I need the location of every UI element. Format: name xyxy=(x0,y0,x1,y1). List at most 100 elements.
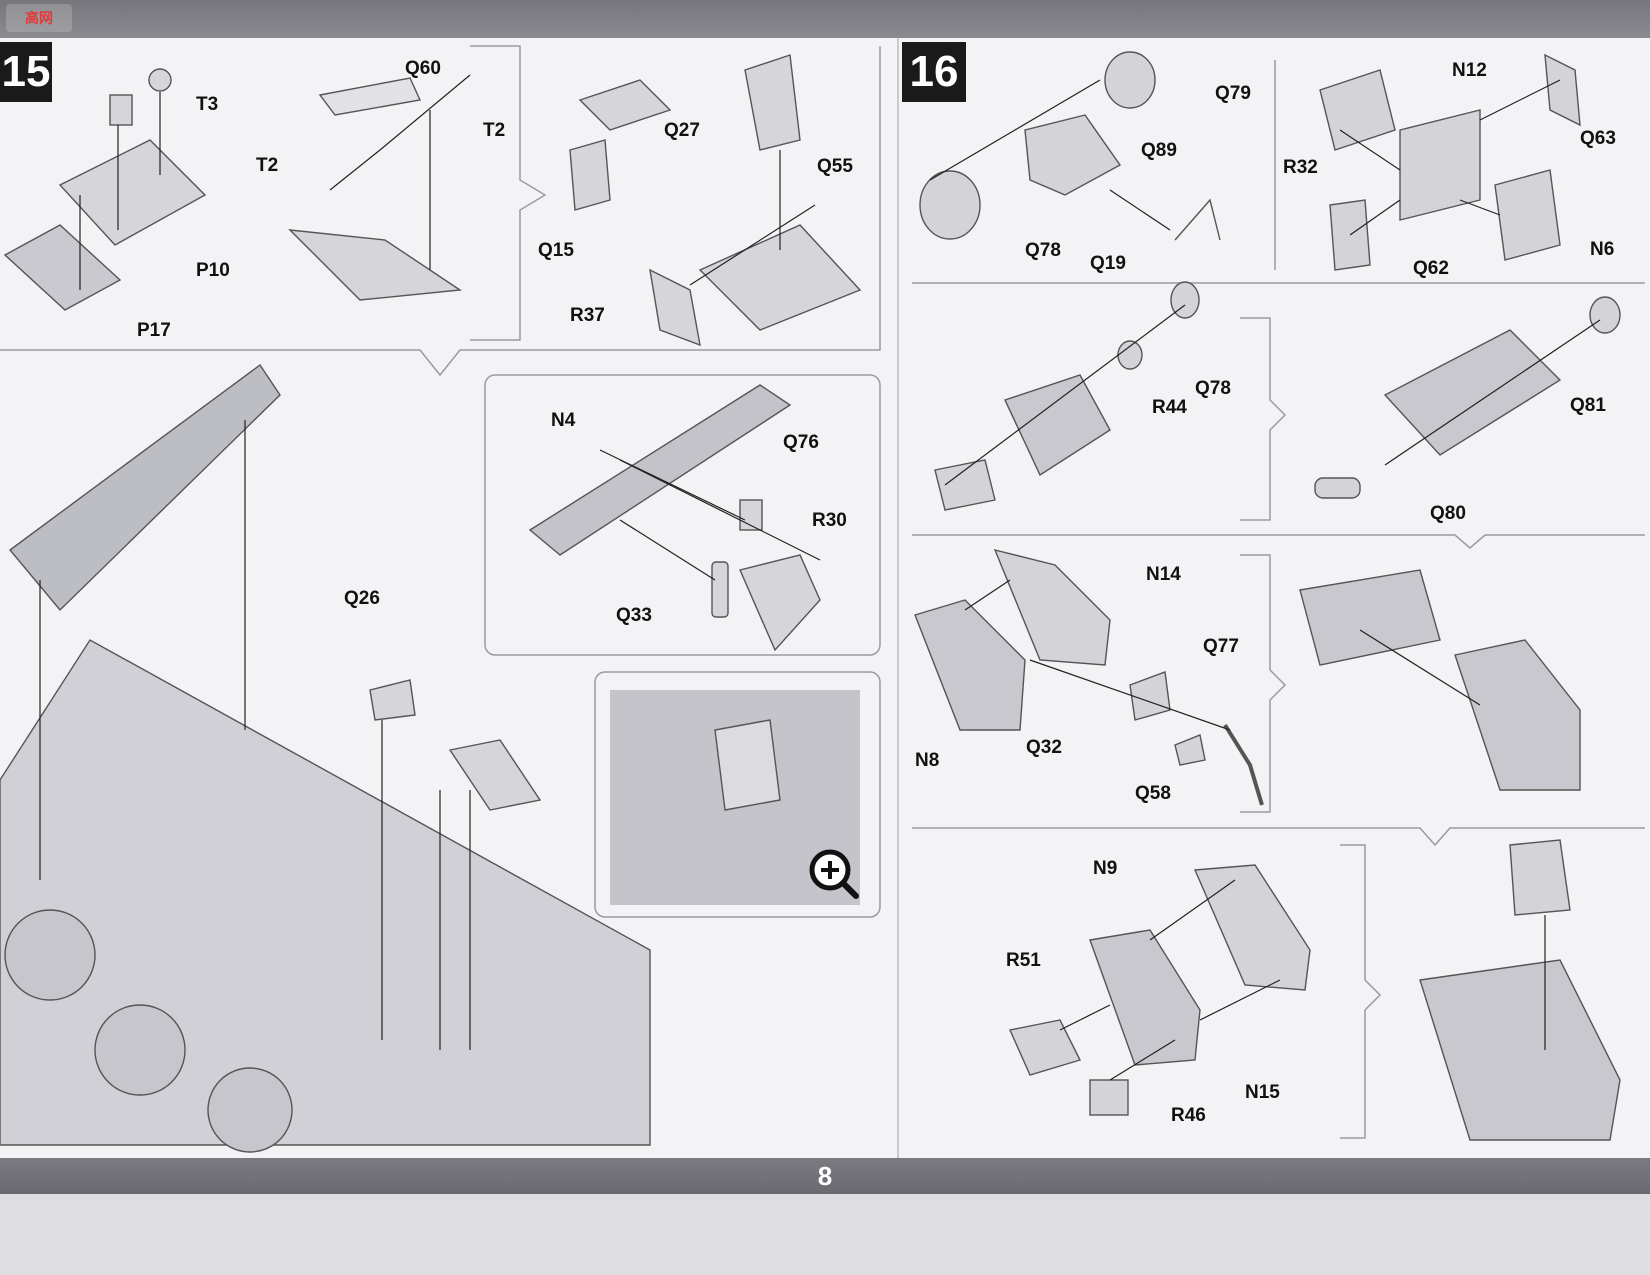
label-q80: Q80 xyxy=(1430,503,1466,524)
road-wheel-3 xyxy=(207,1067,293,1153)
part-n9 xyxy=(1193,864,1311,991)
arrow-t2 xyxy=(329,74,471,191)
part-engine-3 xyxy=(1299,569,1441,666)
road-wheel-2 xyxy=(94,1004,186,1096)
part-q80 xyxy=(1314,477,1361,499)
arrow-n6 xyxy=(1459,199,1501,216)
part-hull-seat xyxy=(448,739,542,811)
arrow-engine-3 xyxy=(1359,629,1481,706)
part-seat-plate-2 xyxy=(288,229,463,301)
part-engine-2 xyxy=(1383,329,1562,456)
label-t3: T3 xyxy=(196,94,219,115)
page-number: 8 xyxy=(817,1161,833,1191)
label-q78-mid: Q78 xyxy=(1195,378,1231,399)
label-n4: N4 xyxy=(551,410,576,431)
label-r46: R46 xyxy=(1171,1105,1206,1126)
label-q27: Q27 xyxy=(664,120,700,141)
arrow-q33 xyxy=(619,519,716,581)
label-q63: Q63 xyxy=(1580,128,1616,149)
label-q60: Q60 xyxy=(405,58,441,79)
arrow-engine-1 xyxy=(944,304,1186,486)
zoom-in-icon xyxy=(809,849,859,899)
part-q81 xyxy=(1589,296,1621,334)
part-q58 xyxy=(1174,734,1206,766)
part-engine-1-bracket xyxy=(934,459,996,511)
part-p10 xyxy=(58,139,207,246)
label-q33: Q33 xyxy=(616,605,652,626)
part-r32 xyxy=(1319,69,1396,151)
page-spread-divider xyxy=(897,38,899,1158)
arrow-n15 xyxy=(1199,979,1281,1021)
label-p17: P17 xyxy=(137,320,171,341)
part-t3a xyxy=(109,94,133,126)
panel-bracket-15b xyxy=(0,46,881,377)
part-q78-b xyxy=(1170,281,1200,319)
label-p10: P10 xyxy=(196,260,230,281)
arrow-n8 xyxy=(964,579,1011,611)
label-r32: R32 xyxy=(1283,157,1318,178)
part-n6 xyxy=(1494,169,1561,261)
part-r44 xyxy=(1117,340,1143,370)
part-q89 xyxy=(1024,114,1122,196)
part-r30 xyxy=(739,554,821,652)
label-q89: Q89 xyxy=(1141,140,1177,161)
label-q62: Q62 xyxy=(1413,258,1449,279)
footer-bar xyxy=(0,1158,1650,1194)
part-p17 xyxy=(3,224,122,311)
part-n12 xyxy=(1399,109,1481,221)
label-q58: Q58 xyxy=(1135,783,1171,804)
arrow-q62 xyxy=(1349,199,1401,236)
part-n4-wall xyxy=(528,384,792,556)
panel-bracket-16f xyxy=(1240,554,1287,813)
part-n15 xyxy=(1089,929,1201,1066)
step-16-badge: 16 xyxy=(902,42,966,102)
label-q81: Q81 xyxy=(1570,395,1606,416)
part-q78-a xyxy=(919,170,981,240)
arrow-q32 xyxy=(1029,659,1231,731)
panel-zoom-detail xyxy=(594,671,881,918)
part-n14 xyxy=(993,548,1111,666)
part-hull xyxy=(0,639,651,1146)
arrow-r32 xyxy=(1339,129,1401,171)
label-n15: N15 xyxy=(1245,1082,1280,1103)
part-q77 xyxy=(1223,723,1264,806)
part-t3b xyxy=(148,68,172,92)
arrow-r30 xyxy=(619,459,821,561)
part-q79 xyxy=(1104,51,1156,109)
label-q76: Q76 xyxy=(783,432,819,453)
arrow-engine-2 xyxy=(1384,319,1601,466)
label-n6: N6 xyxy=(1590,239,1615,260)
label-q77: Q77 xyxy=(1203,636,1239,657)
label-n9: N9 xyxy=(1093,858,1118,879)
arrow-r46 xyxy=(1109,1039,1176,1081)
panel-bracket-16e xyxy=(1240,317,1287,521)
part-q27 xyxy=(578,79,672,131)
label-n8: N8 xyxy=(915,750,940,771)
part-r37 xyxy=(649,268,701,347)
label-q15: Q15 xyxy=(538,240,574,261)
road-wheel-1 xyxy=(4,909,96,1001)
arrow-q19 xyxy=(1109,189,1171,231)
site-watermark-logo: 高网 xyxy=(6,4,72,32)
part-q60 xyxy=(318,77,422,116)
part-engine-assembly-final xyxy=(1419,959,1621,1141)
assembly-illustrations xyxy=(0,45,1645,1153)
step-15-badge: 15 xyxy=(0,42,52,102)
part-engine-3-box xyxy=(1454,639,1581,791)
part-r51 xyxy=(1009,1019,1081,1076)
label-q19: Q19 xyxy=(1090,253,1126,274)
part-bulkhead xyxy=(8,363,281,612)
label-r51: R51 xyxy=(1006,950,1041,971)
label-q78-top: Q78 xyxy=(1025,240,1061,261)
label-r44: R44 xyxy=(1152,397,1187,418)
label-r30: R30 xyxy=(812,510,847,531)
part-q32 xyxy=(1129,671,1171,721)
arrow-q78-q79 xyxy=(929,79,1101,181)
part-r46 xyxy=(1089,1079,1129,1116)
label-q32: Q32 xyxy=(1026,737,1062,758)
zoom-detail-seat xyxy=(714,719,781,811)
label-n12: N12 xyxy=(1452,60,1487,81)
part-seat-base xyxy=(698,224,862,331)
label-q26: Q26 xyxy=(344,588,380,609)
part-q26 xyxy=(369,679,416,721)
